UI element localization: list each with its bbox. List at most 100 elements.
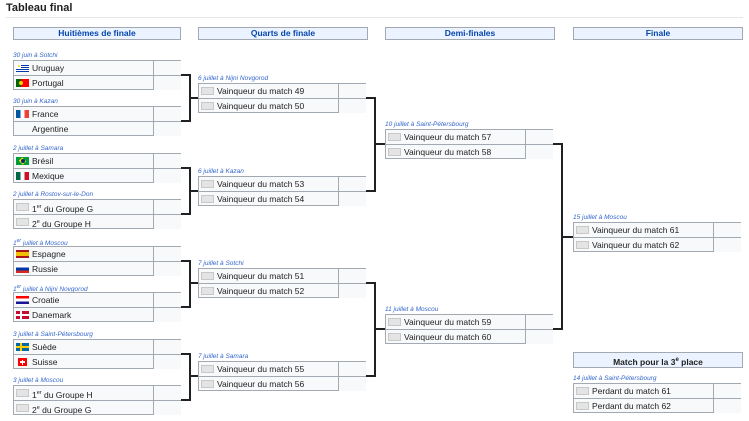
match-date-qf-2[interactable]: 6 juillet à Kazan — [198, 168, 244, 175]
placeholder-flag-icon — [388, 333, 401, 341]
round-header-qf[interactable]: Quarts de finale — [198, 27, 368, 40]
placeholder-flag-icon — [16, 389, 29, 397]
score-cell — [153, 355, 181, 369]
team-row: Russie — [14, 262, 153, 276]
team-row: Suisse — [14, 355, 153, 369]
match-date-r16-3[interactable]: 2 juillet à Samara — [13, 145, 64, 152]
score-cell — [153, 61, 181, 76]
team-name: Vainqueur du match 58 — [404, 147, 492, 157]
bracket-connector — [181, 306, 190, 308]
match-date-qf-1[interactable]: 6 juillet à Nijni Novgorod — [198, 75, 269, 82]
team-row: Vainqueur du match 56 — [199, 377, 338, 391]
team-row: Perdant du match 62 — [574, 399, 713, 413]
score-cell — [153, 107, 181, 122]
placeholder-flag-icon — [201, 287, 214, 295]
score-cell — [153, 122, 181, 136]
bracket-connector — [366, 282, 375, 284]
match-date-sf-2[interactable]: 11 juillet à Moscou — [385, 306, 439, 313]
team-name[interactable]: Espagne — [32, 249, 66, 259]
score-cell — [525, 315, 553, 330]
team-name[interactable]: France — [32, 109, 59, 119]
team-name: Vainqueur du match 50 — [217, 101, 305, 111]
score-cell — [153, 169, 181, 183]
team-name[interactable]: Danemark — [32, 310, 72, 320]
placeholder-flag-icon — [201, 180, 214, 188]
team-name[interactable]: Brésil — [32, 156, 54, 166]
team-row: Espagne — [14, 247, 153, 262]
round-header-final[interactable]: Finale — [573, 27, 743, 40]
team-row: Vainqueur du match 49 — [199, 84, 338, 99]
bracket-connector — [553, 328, 562, 330]
score-cell — [338, 377, 366, 391]
team-name[interactable]: Croatie — [32, 295, 60, 305]
bracket-connector — [181, 260, 190, 262]
placeholder-flag-icon — [16, 218, 29, 226]
score-cell — [525, 145, 553, 159]
bracket-connector — [189, 282, 198, 284]
score-cell — [713, 223, 741, 238]
match-date-r16-6[interactable]: 1er juillet à Nijni Novgorod — [13, 284, 88, 294]
match-date-sf-1[interactable]: 10 juillet à Saint-Pétersbourg — [385, 121, 469, 128]
round-header-third-place[interactable]: Match pour la 3e place — [573, 352, 743, 368]
score-cell — [338, 84, 366, 99]
round-header-r16[interactable]: Huitièmes de finale — [13, 27, 181, 40]
bracket-connector — [374, 328, 385, 330]
team-name[interactable]: Suisse — [32, 357, 58, 367]
team-row: Vainqueur du match 62 — [574, 238, 713, 252]
team-row: Vainqueur du match 57 — [386, 130, 525, 145]
round-header-sf[interactable]: Demi-finales — [385, 27, 555, 40]
team-name: Vainqueur du match 61 — [592, 225, 680, 235]
match-date-final[interactable]: 15 juillet à Moscou — [573, 214, 627, 221]
score-cell — [338, 192, 366, 206]
match-date-r16-7[interactable]: 3 juillet à Saint-Pétersbourg — [13, 331, 93, 338]
match-date-r16-5[interactable]: 1er juillet à Moscou — [13, 238, 68, 248]
team-name[interactable]: Suède — [32, 342, 57, 352]
bracket-connector — [553, 143, 562, 145]
match-box-sf-1: Vainqueur du match 57 Vainqueur du match … — [385, 129, 553, 159]
score-cell — [153, 293, 181, 308]
team-row: 1er du Groupe G — [14, 200, 153, 215]
team-name[interactable]: Uruguay — [32, 63, 65, 73]
placeholder-flag-icon — [388, 318, 401, 326]
team-name: Vainqueur du match 49 — [217, 86, 305, 96]
match-date-third[interactable]: 14 juillet à Saint-Pétersbourg — [573, 375, 657, 382]
match-date-r16-2[interactable]: 30 juin à Kazan — [13, 98, 58, 105]
score-cell — [338, 284, 366, 298]
team-row: Vainqueur du match 55 — [199, 362, 338, 377]
match-date-qf-4[interactable]: 7 juillet à Samara — [198, 353, 249, 360]
team-row: Uruguay — [14, 61, 153, 76]
placeholder-flag-icon — [16, 404, 29, 412]
score-cell — [153, 262, 181, 276]
bracket-connector — [181, 74, 190, 76]
match-date-qf-3[interactable]: 7 juillet à Sotchi — [198, 260, 244, 267]
bracket-connector — [374, 143, 385, 145]
score-cell — [713, 399, 741, 413]
team-name[interactable]: Argentine — [32, 124, 69, 134]
team-name[interactable]: Russie — [32, 264, 58, 274]
team-name: Vainqueur du match 62 — [592, 240, 680, 250]
match-date-r16-1[interactable]: 30 juin à Sotchi — [13, 52, 58, 59]
match-box-qf-1: Vainqueur du match 49 Vainqueur du match … — [198, 83, 366, 113]
placeholder-flag-icon — [388, 148, 401, 156]
bracket-connector — [181, 213, 190, 215]
team-row: Vainqueur du match 61 — [574, 223, 713, 238]
score-cell — [525, 330, 553, 344]
bracket-connector — [561, 236, 573, 238]
denmark-flag-icon — [16, 311, 29, 319]
team-name[interactable]: Portugal — [32, 78, 64, 88]
team-name[interactable]: Mexique — [32, 171, 65, 181]
placeholder-flag-icon — [201, 272, 214, 280]
score-cell — [153, 340, 181, 355]
match-date-r16-4[interactable]: 2 juillet à Rostov-sur-le-Don — [13, 191, 94, 198]
score-cell — [338, 99, 366, 113]
uruguay-flag-icon — [16, 64, 29, 72]
match-date-r16-8[interactable]: 3 juillet à Moscou — [13, 377, 64, 384]
